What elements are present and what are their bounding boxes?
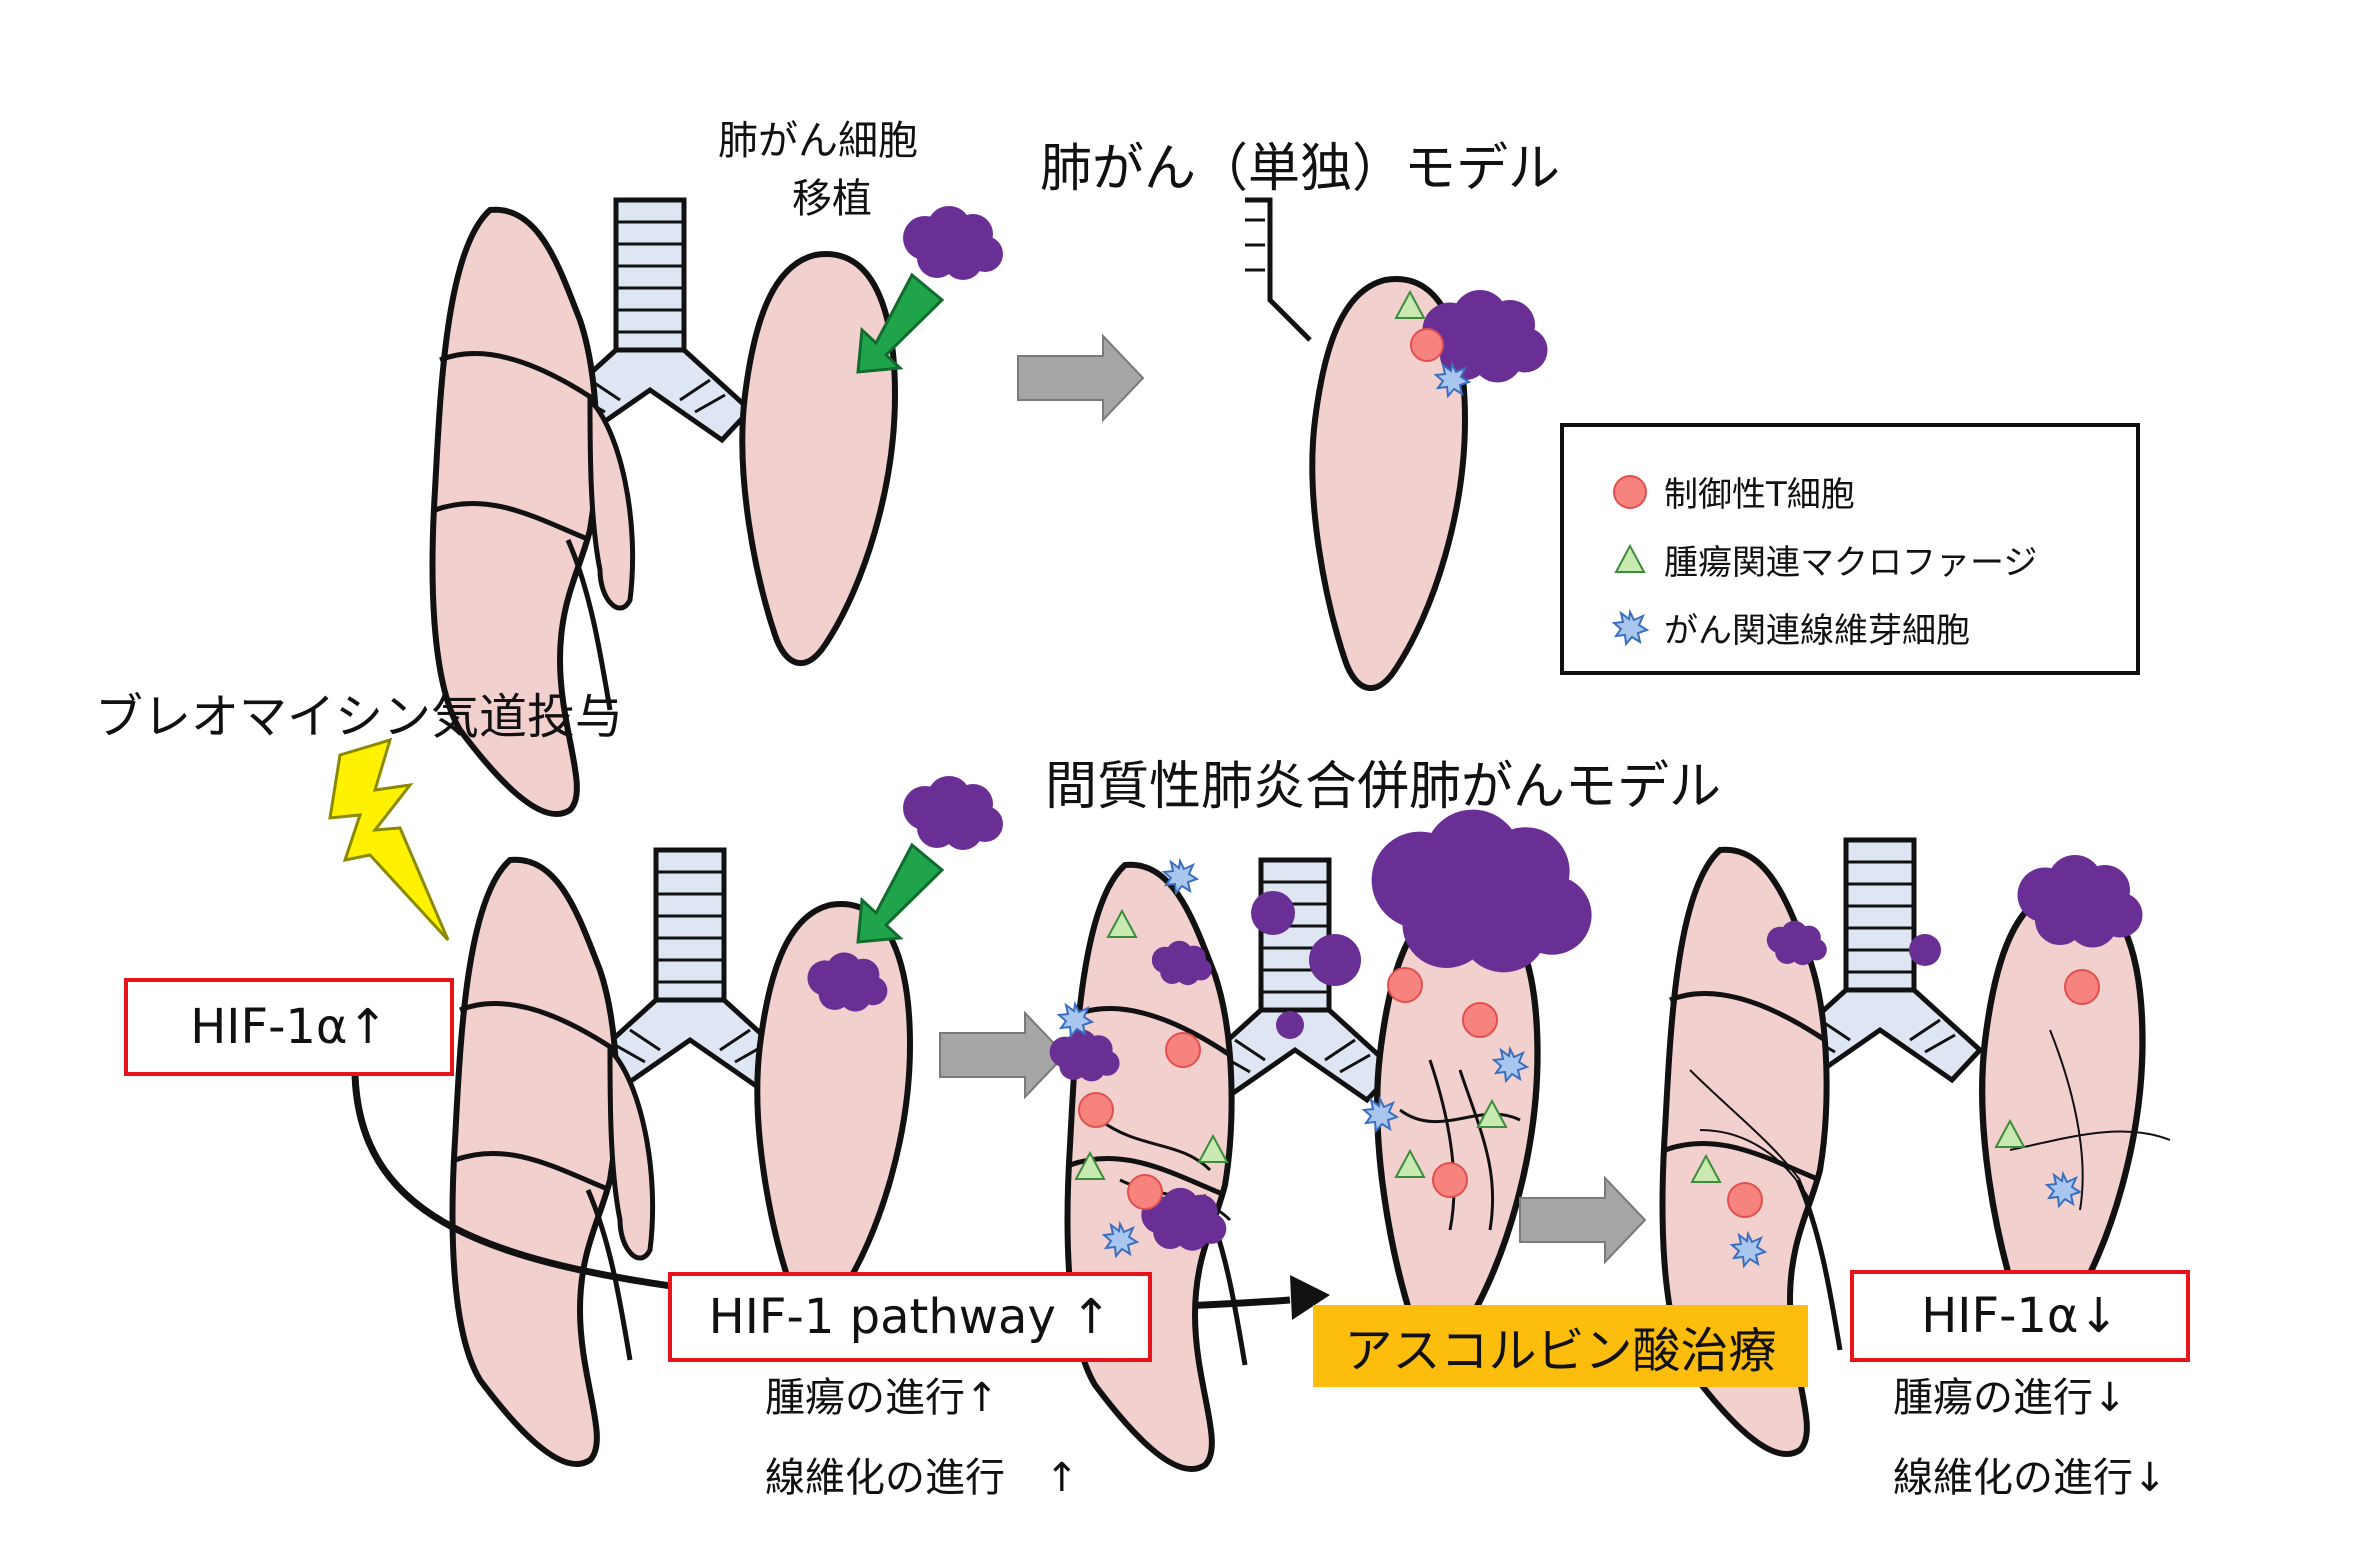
hif-down-box: HIF-1α↓ <box>1850 1270 2190 1362</box>
black-arrowhead <box>1290 1275 1330 1320</box>
green-arrow-transplant <box>856 272 945 374</box>
green-triangle-icon <box>1614 543 1646 573</box>
effect-tumor-down: 腫瘍の進行↓ <box>1893 1375 2127 1421</box>
effect-fibrosis-down: 線維化の進行↓ <box>1893 1455 2167 1501</box>
pathway-up-box: HIF-1 pathway ↑ <box>668 1272 1152 1362</box>
lungs-top-initial <box>433 200 895 814</box>
cell-markers-single <box>1395 291 1470 397</box>
legend-label-caf: がん関連線維芽細胞 <box>1664 611 1970 651</box>
lung-single-model <box>1245 197 1465 688</box>
tumor-cells-transplant-2-icon <box>903 776 1003 850</box>
legend-item-caf: がん関連線維芽細胞 <box>1604 603 1970 652</box>
effect-fibrosis-up: 線維化の進行 ↑ <box>765 1455 1079 1501</box>
legend-item-tam: 腫瘍関連マクロファージ <box>1604 535 2037 584</box>
label-bleomycin: ブレオマイシン気道投与 <box>95 689 624 745</box>
tumors-combined-model <box>1049 809 1592 1251</box>
hif-up-box: HIF-1α↑ <box>124 978 454 1076</box>
gray-arrow-middle <box>939 1012 1066 1098</box>
label-model-single: 肺がん（単独）モデル <box>1040 139 1561 199</box>
green-arrow-transplant-2 <box>856 842 945 944</box>
label-transplant-line2: 移植 <box>792 176 872 222</box>
label-transplant-line1: 肺がん細胞 <box>718 118 918 164</box>
legend-label-tam: 腫瘍関連マクロファージ <box>1664 543 2038 583</box>
gray-arrow-top <box>1017 335 1144 421</box>
gray-arrow-right <box>1519 1177 1646 1263</box>
label-model-combined: 間質性肺炎合併肺がんモデル <box>1045 757 1722 817</box>
legend-label-treg: 制御性T細胞 <box>1664 475 1855 515</box>
cell-markers-treated <box>1691 969 2100 1267</box>
red-circle-icon <box>1613 474 1647 509</box>
tumor-cells-transplant-icon <box>903 206 1003 280</box>
lungs-treated <box>1663 840 2171 1454</box>
blue-star-icon <box>1611 608 1650 646</box>
treatment-box: アスコルビン酸治療 <box>1313 1305 1808 1387</box>
lightning-icon <box>328 737 450 942</box>
legend-item-treg: 制御性T細胞 <box>1604 467 1855 516</box>
lungs-bottom-initial <box>453 850 910 1464</box>
effect-tumor-up: 腫瘍の進行↑ <box>765 1375 999 1421</box>
cell-markers-combined <box>1058 860 1528 1257</box>
legend-box: 制御性T細胞 腫瘍関連マクロファージ がん関連線維芽細胞 <box>1560 423 2140 675</box>
tumors-treated <box>1766 855 2143 966</box>
